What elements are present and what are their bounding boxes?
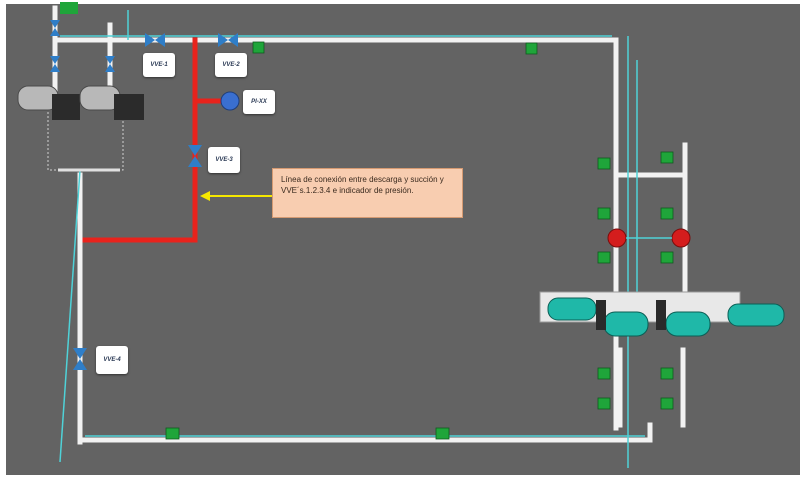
skid-motor-1 [547,297,597,321]
vve1-valve-right-icon [155,33,165,47]
support-right-4 [660,207,674,220]
connection-line-callout: Línea de conexión entre descarga y succi… [272,168,463,218]
support-right-9 [597,397,611,410]
right-red-valves [607,228,691,248]
vve4-label-text: VVE-4 [103,357,121,363]
support-right-1 [597,157,611,170]
vve1-valve-left-icon [145,33,155,47]
support-right-6 [660,251,674,264]
red-valve-1-icon [607,228,627,248]
skid-coupling-2 [656,300,666,330]
left-pump-set [17,2,144,172]
support-right-8 [660,367,674,380]
vve4-valve-bottom-icon [73,359,87,370]
left-valve-1a-icon [50,20,60,28]
top-valves [145,33,238,47]
vve3-label: VVE-3 [208,147,240,173]
left-pump-valves [50,20,115,72]
vve2-label: VVE-2 [215,53,247,77]
left-pump-body-1 [52,94,80,120]
cyan-left-diagonal [59,169,81,463]
support-top-2 [525,42,538,55]
vertical-valves [73,145,202,370]
vve3-label-text: VVE-3 [215,157,233,163]
left-valve-3a-icon [105,56,115,64]
pressure-gauge-icon [220,91,240,111]
vve3-valve-top-icon [188,145,202,156]
support-right-10 [660,397,674,410]
red-valve-2-icon [671,228,691,248]
callout-arrow [200,191,272,201]
vve4-valve-top-icon [73,348,87,359]
vve4-label: VVE-4 [96,346,128,374]
support-right-3 [597,207,611,220]
pressure-indicator-label-text: PI-XX [251,99,267,105]
left-valve-2b-icon [50,64,60,72]
support-top-1 [252,41,265,54]
skid-motor-2 [603,311,649,337]
support-right-2 [660,151,674,164]
vve1-label: VVE-1 [143,53,175,77]
support-bottom-1 [165,427,180,440]
skid-coupling-1 [596,300,606,330]
vve2-label-text: VVE-2 [222,62,240,68]
pipe-supports [165,41,674,440]
left-valve-3b-icon [105,64,115,72]
vve2-valve-left-icon [218,33,228,47]
left-pump-body-2 [114,94,144,120]
left-valve-2a-icon [50,56,60,64]
left-top-fitting [60,2,78,14]
callout-text: Línea de conexión entre descarga y succi… [281,175,444,195]
vve3-valve-bottom-icon [188,156,202,167]
vve1-label-text: VVE-1 [150,62,168,68]
cyan-instrument-lines [59,10,645,468]
skid-motor-4 [727,303,785,327]
support-right-5 [597,251,611,264]
support-bottom-2 [435,427,450,440]
vve2-valve-right-icon [228,33,238,47]
left-valve-1b-icon [50,28,60,36]
right-pump-skid [539,291,785,337]
support-right-7 [597,367,611,380]
skid-motor-3 [665,311,711,337]
pressure-indicator-label: PI-XX [243,90,275,114]
callout-arrow-head [200,191,210,201]
